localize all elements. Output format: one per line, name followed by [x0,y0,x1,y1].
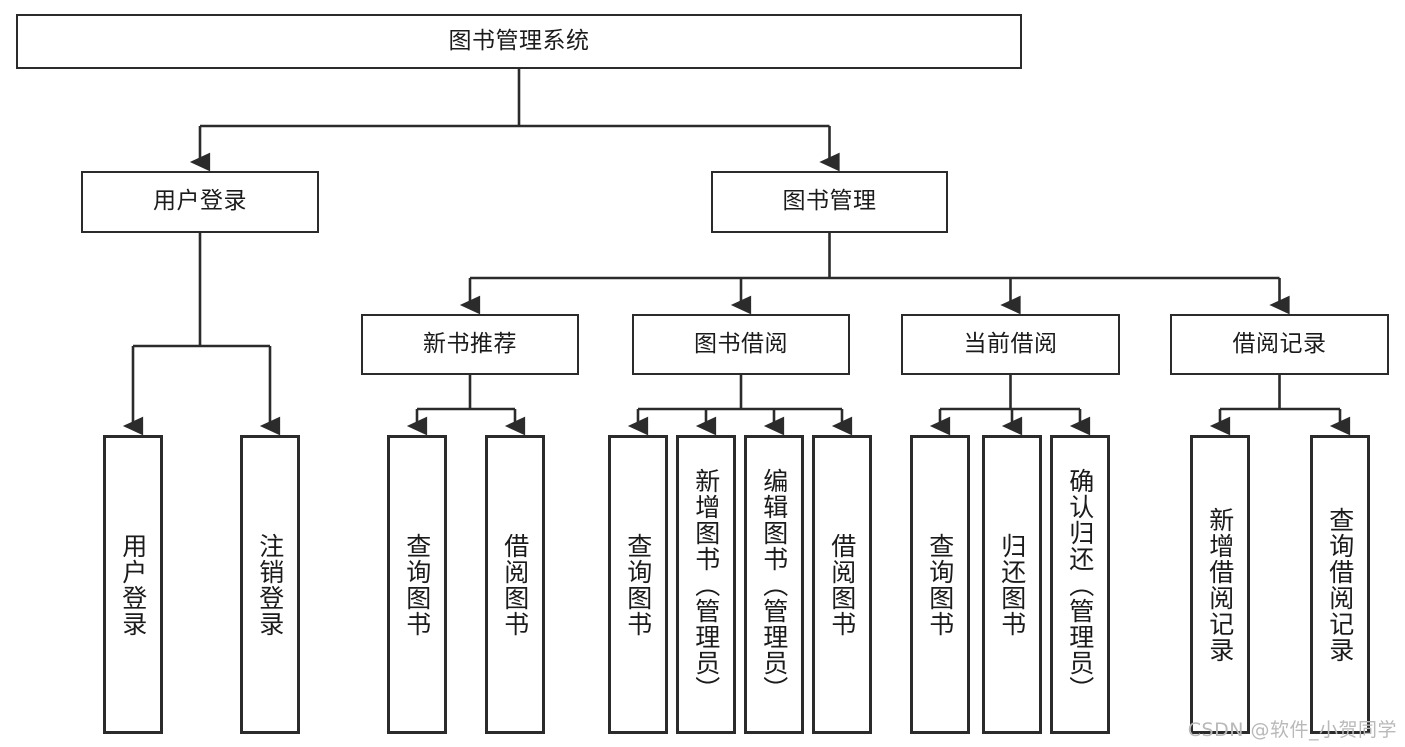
node-label: 新增借阅记录 [1205,506,1235,663]
leaf-return-book[interactable]: 归还图书 [982,435,1042,734]
node-label: 借阅图书 [827,532,857,637]
leaf-user-login[interactable]: 用户登录 [103,435,163,734]
leaf-confirm-return-admin[interactable]: 确认归还（管理员） [1050,435,1110,734]
node-label: 当前借阅 [963,330,1058,357]
node-book-borrow[interactable]: 图书借阅 [632,314,850,375]
node-label: 借阅记录 [1232,330,1327,357]
watermark-text: CSDN @软件_小贺同学 [1187,719,1397,741]
leaf-query-book-3[interactable]: 查询图书 [910,435,970,734]
node-label: 新书推荐 [423,330,517,357]
node-label: 查询借阅记录 [1325,506,1355,663]
leaf-query-borrow-record[interactable]: 查询借阅记录 [1310,435,1370,734]
leaf-query-book-2[interactable]: 查询图书 [608,435,668,734]
node-label: 归还图书 [997,532,1027,637]
node-label: 编辑图书（管理员） [759,467,789,702]
node-label: 用户登录 [153,188,247,215]
node-label: 图书借阅 [694,330,788,357]
node-label: 查询图书 [402,532,432,637]
leaf-query-book-1[interactable]: 查询图书 [387,435,447,734]
leaf-edit-book-admin[interactable]: 编辑图书（管理员） [744,435,804,734]
leaf-borrow-book-2[interactable]: 借阅图书 [812,435,872,734]
node-label: 确认归还（管理员） [1065,467,1095,702]
node-current-borrow[interactable]: 当前借阅 [901,314,1120,375]
node-label: 注销登录 [255,532,285,637]
node-label: 借阅图书 [500,532,530,637]
leaf-borrow-book-1[interactable]: 借阅图书 [485,435,545,734]
node-label: 查询图书 [623,532,653,637]
node-label: 查询图书 [925,532,955,637]
node-book-manage[interactable]: 图书管理 [711,171,948,233]
node-user-login[interactable]: 用户登录 [81,171,319,233]
leaf-add-borrow-record[interactable]: 新增借阅记录 [1190,435,1250,734]
leaf-user-logout[interactable]: 注销登录 [240,435,300,734]
leaf-add-book-admin[interactable]: 新增图书（管理员） [676,435,736,734]
node-label: 图书管理系统 [448,27,590,54]
node-new-book-recommend[interactable]: 新书推荐 [361,314,579,375]
node-label: 图书管理 [782,188,877,215]
node-label: 用户登录 [118,532,148,637]
node-root-system[interactable]: 图书管理系统 [16,14,1022,69]
node-label: 新增图书（管理员） [691,467,721,702]
node-borrow-record[interactable]: 借阅记录 [1170,314,1389,375]
